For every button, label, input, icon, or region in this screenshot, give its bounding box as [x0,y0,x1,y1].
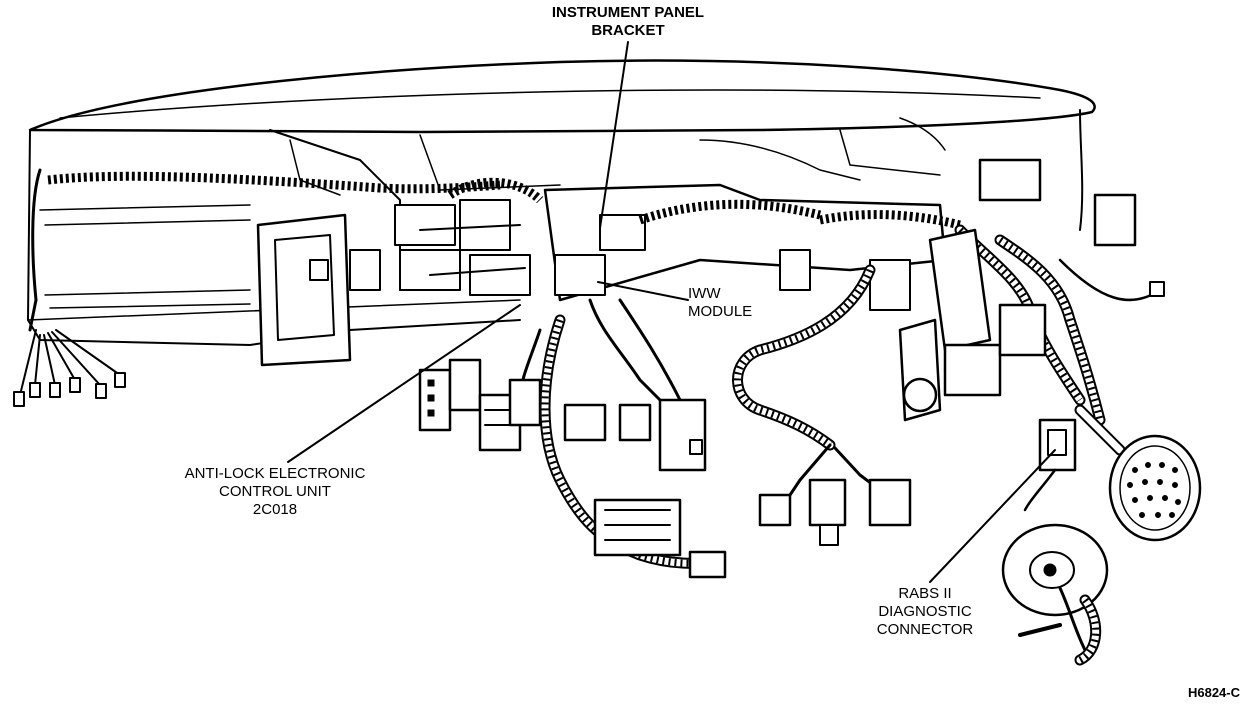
figure-code: H6824-C [1187,685,1240,700]
left-pigtail-connectors [13,329,126,407]
lower-left-harness [518,298,726,569]
middle-connectors [563,398,727,579]
label-iww-module-line2: MODULE [688,303,753,320]
leader-anti-lock-ecu [287,304,521,463]
leader-lines [287,41,1056,583]
label-anti-lock-ecu-line1: ANTI-LOCK ELECTRONIC [184,465,366,482]
round-connector-face [1108,434,1202,542]
leader-iww-module [597,281,689,301]
label-instrument-panel-bracket-line1: INSTRUMENT PANEL [551,4,705,21]
leader-instrument-panel-bracket [599,41,629,229]
center-connector-block [394,177,544,296]
label-iww-module-line1: IWW [688,285,721,302]
label-anti-lock-ecu-line2: CONTROL UNIT [219,483,331,500]
label-rabs-connector-line3: CONNECTOR [876,621,974,638]
label-rabs-connector-line1: RABS II [898,585,952,602]
label-instrument-panel-bracket: INSTRUMENT PANEL BRACKET [528,4,728,40]
anti-lock-ecu-connectors [418,358,542,452]
cluster-housing [256,213,381,367]
label-rabs-connector: RABS II DIAGNOSTIC CONNECTOR [860,585,990,639]
ignition-switch-disc [1001,523,1109,666]
leader-rabs-connector [929,449,1056,583]
upper-dash-harness [28,168,501,332]
label-rabs-connector-line2: DIAGNOSTIC [878,603,972,620]
center-harness-loop [732,264,912,546]
label-anti-lock-ecu-line3: 2C018 [252,501,298,518]
right-harness-column [898,158,1165,426]
label-anti-lock-ecu: ANTI-LOCK ELECTRONIC CONTROL UNIT 2C018 [165,465,385,519]
instrument-panel-bracket [543,183,962,311]
label-iww-module: IWW MODULE [688,285,778,321]
label-instrument-panel-bracket-line2: BRACKET [591,22,665,39]
rabs-diagnostic-connector [1023,404,1126,512]
